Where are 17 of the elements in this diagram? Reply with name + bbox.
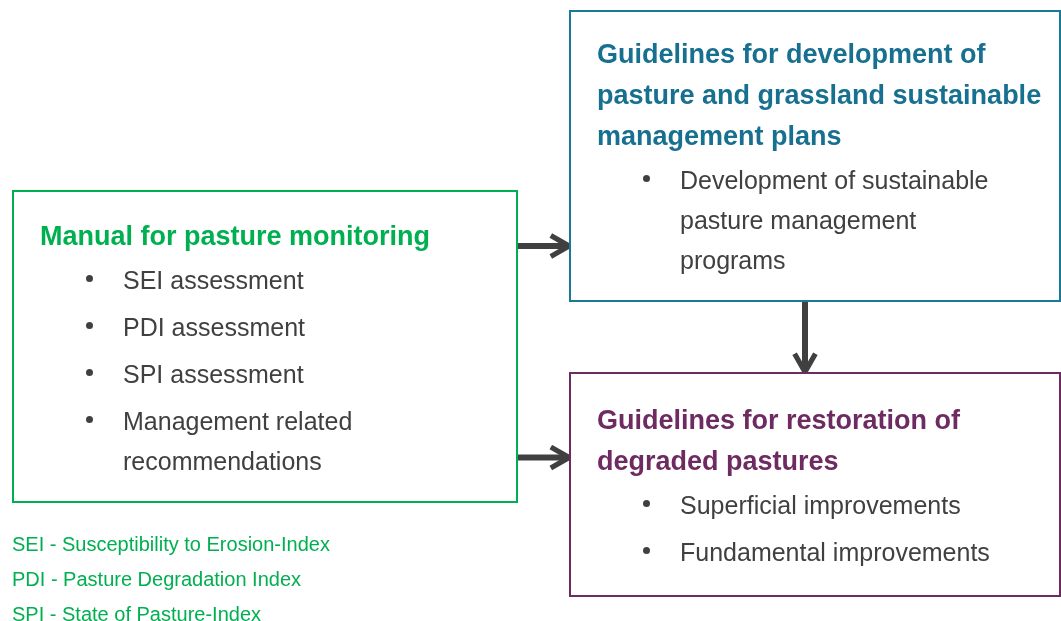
box-heading: Guidelines for development of pasture and grassland sustainable management plans xyxy=(597,38,1043,153)
arrow xyxy=(792,302,818,375)
list-item-text: PDI assessment xyxy=(123,312,305,343)
list-item-text: Management related recommendations xyxy=(123,406,354,477)
abbreviation-note: SEI - Susceptibility to Erosion-Index xyxy=(12,532,330,557)
abbreviation-note: SPI - State of Pasture-Index xyxy=(12,602,262,621)
content-box xyxy=(569,372,1061,597)
list-item-text: SPI assessment xyxy=(123,359,304,390)
box-heading: Manual for pasture monitoring xyxy=(40,220,431,253)
box-heading: Guidelines for restoration of degraded pastures xyxy=(597,404,962,478)
abbreviation-note: PDI - Pasture Degradation Index xyxy=(12,567,303,592)
content-box xyxy=(12,190,518,503)
list-item-text: Superficial improvements xyxy=(680,490,961,521)
content-box xyxy=(569,10,1061,302)
list-item-text: SEI assessment xyxy=(123,265,304,296)
list-item-text: Development of sustainable pasture management programs xyxy=(680,165,990,276)
list-item-text: Fundamental improvements xyxy=(680,537,990,568)
